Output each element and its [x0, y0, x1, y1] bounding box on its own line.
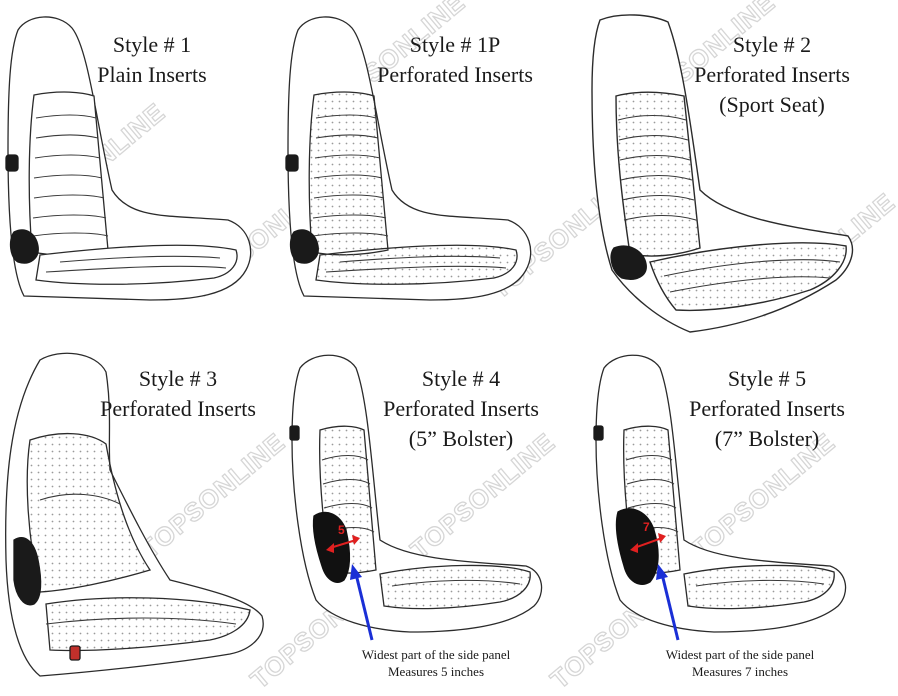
caption-style-1: Style # 1 Plain Inserts	[72, 30, 232, 90]
caption-style-3: Style # 3 Perforated Inserts	[78, 364, 278, 424]
seat-style-3	[5, 352, 264, 677]
caption-subtitle: Plain Inserts	[97, 62, 207, 87]
caption-note: (Sport Seat)	[719, 92, 825, 117]
caption-note: (5” Bolster)	[408, 426, 514, 451]
seat-style-1p	[285, 16, 532, 301]
bolster-arrow-5	[350, 564, 374, 641]
caption-title: Style # 2	[732, 32, 812, 57]
seat-style-2	[591, 14, 854, 333]
seat-style-1	[5, 16, 252, 301]
watermark-text: TOPSONLINE	[135, 427, 291, 565]
caption-title: Style # 5	[727, 366, 807, 391]
caption-style-2: Style # 2 Perforated Inserts (Sport Seat…	[672, 30, 872, 120]
bolster-note-5: Widest part of the side panel Measures 5…	[336, 646, 536, 680]
caption-title: Style # 3	[138, 366, 218, 391]
caption-style-1p: Style # 1P Perforated Inserts	[355, 30, 555, 90]
seat-style-4	[289, 354, 543, 633]
note-line: Measures 7 inches	[691, 664, 789, 679]
note-line: Measures 5 inches	[387, 664, 485, 679]
caption-note: (7” Bolster)	[714, 426, 820, 451]
caption-style-4: Style # 4 Perforated Inserts (5” Bolster…	[361, 364, 561, 454]
bolster-dimension-label: 5	[338, 523, 345, 537]
caption-subtitle: Perforated Inserts	[383, 396, 539, 421]
note-line: Widest part of the side panel	[361, 647, 511, 662]
bolster-dimension-label: 7	[643, 520, 650, 534]
caption-subtitle: Perforated Inserts	[100, 396, 256, 421]
caption-style-5: Style # 5 Perforated Inserts (7” Bolster…	[667, 364, 867, 454]
caption-subtitle: Perforated Inserts	[689, 396, 845, 421]
seat-style-5	[593, 354, 847, 633]
bolster-note-7: Widest part of the side panel Measures 7…	[640, 646, 840, 680]
note-line: Widest part of the side panel	[665, 647, 815, 662]
caption-title: Style # 1	[112, 32, 192, 57]
caption-title: Style # 1P	[409, 32, 501, 57]
bolster-dimension-5: 5	[326, 523, 360, 553]
caption-subtitle: Perforated Inserts	[694, 62, 850, 87]
caption-title: Style # 4	[421, 366, 501, 391]
caption-subtitle: Perforated Inserts	[377, 62, 533, 87]
bolster-dimension-7: 7	[630, 520, 666, 553]
bolster-arrow-7	[656, 564, 680, 641]
